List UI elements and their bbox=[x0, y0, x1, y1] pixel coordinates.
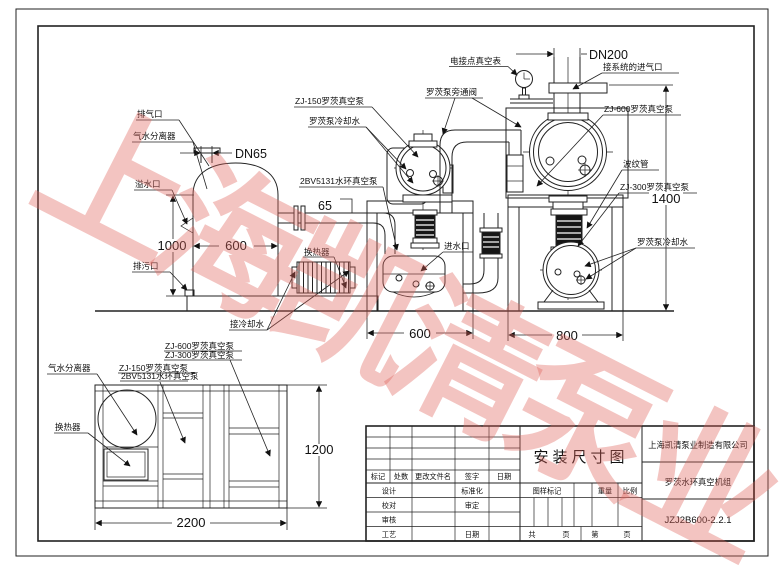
right-callouts: ZJ-600罗茨真空泵 波纹管 ZJ-300罗茨真空泵 罗茨泵冷却水 bbox=[536, 104, 697, 280]
field-scale: 比例 bbox=[623, 487, 637, 496]
right-frame: 800 bbox=[507, 194, 624, 343]
zj600-label: ZJ-600罗茨真空泵 bbox=[604, 104, 673, 114]
dim-1000: 1000 bbox=[158, 238, 187, 253]
field-pattern-mark: 图样标记 bbox=[533, 487, 562, 496]
zj300-pump bbox=[537, 195, 605, 310]
row-process: 工艺 bbox=[382, 530, 396, 539]
row-check: 校对 bbox=[382, 501, 396, 510]
dim-tank: 1000 600 bbox=[154, 194, 278, 297]
zj150-label: ZJ-150罗茨真空泵 bbox=[295, 96, 364, 106]
dim-dn65: DN65 bbox=[180, 146, 267, 161]
drawing-title: 安装尺寸图 bbox=[533, 449, 628, 466]
zj300-label: ZJ-300罗茨真空泵 bbox=[620, 182, 689, 192]
connect-cooling-label: 接冷却水 bbox=[230, 319, 265, 329]
col-count: 处数 bbox=[394, 472, 408, 481]
col-change-file: 更改文件名 bbox=[415, 472, 451, 481]
tank-callouts: 排气口 气水分离器 溢水口 排污口 bbox=[132, 109, 210, 291]
roots-cooling-right-label: 罗茨泵冷却水 bbox=[637, 237, 689, 247]
dim-600-frame: 600 bbox=[409, 326, 431, 341]
col-date: 日期 bbox=[497, 472, 511, 481]
dim-1400-text: 1400 bbox=[652, 191, 681, 206]
title-block: 标记 处数 更改文件名 签字 日期 设计 标准化 校对 审定 审核 工艺 日期 … bbox=[365, 425, 755, 542]
plan-heat-exchanger-label: 换热器 bbox=[55, 422, 81, 432]
plan-view: 1200 2200 ZJ-600罗茨真空泵 ZJ-300罗茨真空泵 ZJ-150… bbox=[47, 341, 337, 530]
dim-1200: 1200 bbox=[305, 442, 334, 457]
col-mark: 标记 bbox=[371, 472, 385, 481]
dim-dn200: DN200 接系统的进气口 bbox=[516, 48, 679, 90]
dim-600-tank: 600 bbox=[225, 238, 247, 253]
product-name: 罗茨水环真空机组 bbox=[665, 477, 731, 487]
dn200-text: DN200 bbox=[589, 48, 628, 62]
drawing-number: JZJ2B600-2.2.1 bbox=[664, 515, 731, 526]
row-standardization: 标准化 bbox=[461, 487, 483, 496]
bellows-label: 波纹管 bbox=[623, 159, 649, 169]
company-name: 上海凯清泵业制造有限公司 bbox=[648, 440, 748, 450]
roots-cooling-left-label: 罗茨泵冷却水 bbox=[309, 116, 361, 126]
bv5131-pump bbox=[382, 255, 446, 298]
vacuum-gauge: 电接点真空表 bbox=[449, 56, 553, 104]
separator-label: 气水分离器 bbox=[133, 131, 176, 141]
gauge-label: 电接点真空表 bbox=[450, 56, 502, 66]
bypass-piping bbox=[439, 129, 524, 294]
drain-label: 排污口 bbox=[133, 261, 159, 271]
row-date: 日期 bbox=[465, 530, 479, 539]
overflow-label: 溢水口 bbox=[135, 179, 161, 189]
sheet-frame bbox=[15, 8, 769, 557]
field-page: 页 bbox=[562, 530, 569, 539]
plan-callouts: ZJ-600罗茨真空泵 ZJ-300罗茨真空泵 ZJ-150罗茨真空泵 2BV5… bbox=[47, 341, 271, 467]
dim-65: 65 bbox=[318, 199, 332, 213]
dn65-text: DN65 bbox=[235, 147, 267, 161]
system-inlet-label: 接系统的进气口 bbox=[603, 62, 663, 72]
row-design: 设计 bbox=[382, 487, 396, 496]
plan-zj300-label: ZJ-300罗茨真空泵 bbox=[165, 350, 234, 360]
plan-separator-label: 气水分离器 bbox=[48, 363, 91, 373]
heat-exchanger-label: 换热器 bbox=[304, 247, 330, 257]
plan-bv5131-label: 2BV5131水环真空泵 bbox=[121, 371, 199, 381]
plan-zj600-label: ZJ-600罗茨真空泵 bbox=[165, 341, 234, 351]
main-view: DN65 排气口 气水分离器 溢水口 排污口 bbox=[95, 48, 697, 343]
middle-callouts: ZJ-150罗茨真空泵 罗茨泵冷却水 2BV5131水环真空泵 进水口 罗茨泵旁… bbox=[294, 87, 522, 272]
dim-1400: 1400 bbox=[609, 84, 683, 311]
field-no: 第 bbox=[591, 530, 598, 539]
field-page2: 页 bbox=[623, 530, 630, 539]
plan-dims: 1200 2200 bbox=[94, 384, 337, 530]
row-review: 审核 bbox=[382, 516, 396, 525]
bv5131-label: 2BV5131水环真空泵 bbox=[300, 176, 378, 186]
heat-exchanger: 换热器 接冷却水 bbox=[229, 247, 356, 331]
plan-zj150-label: ZJ-150罗茨真空泵 bbox=[119, 363, 188, 373]
dim-800: 800 bbox=[556, 328, 578, 343]
bypass-valve-label: 罗茨泵旁通阀 bbox=[426, 87, 477, 97]
field-weight: 重量 bbox=[598, 487, 612, 496]
zj150-pump bbox=[386, 130, 454, 250]
row-approve: 审定 bbox=[465, 501, 479, 510]
exhaust-port-label: 排气口 bbox=[137, 109, 163, 119]
dim-2200: 2200 bbox=[177, 515, 206, 530]
water-inlet-label: 进水口 bbox=[444, 241, 470, 251]
field-total: 共 bbox=[528, 530, 535, 539]
col-signature: 签字 bbox=[465, 472, 479, 481]
